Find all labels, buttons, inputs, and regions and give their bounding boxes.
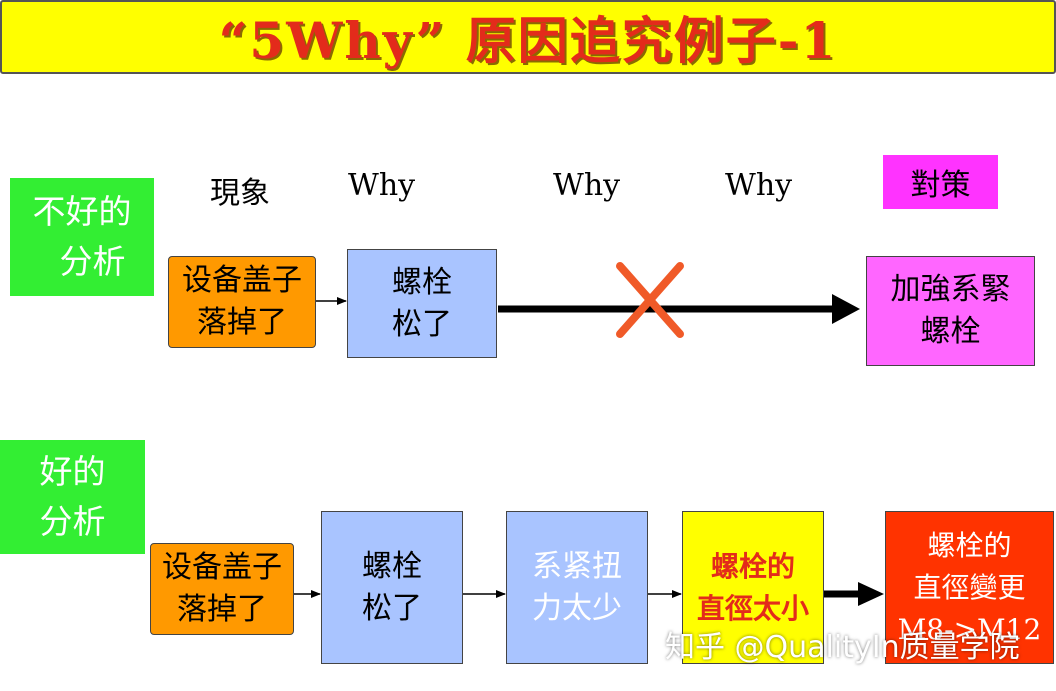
page-title: “5Why” 原因追究例子-1: [218, 11, 838, 70]
header-countermeasure-label: 對策: [910, 168, 971, 203]
title-bar: “5Why” 原因追究例子-1: [0, 0, 1056, 74]
bad-arrowhead-countermeasure: [832, 294, 860, 324]
bad-countermeasure-text: 加強系緊 螺栓: [890, 272, 1011, 349]
bad-phenomenon-box: 设备盖子 落掉了: [168, 256, 316, 348]
good-countermeasure-text: 螺栓的 直徑變更 M8->M12: [897, 528, 1042, 646]
bad-cause-box: 螺栓 松了: [347, 249, 497, 358]
bad-cause-text: 螺栓 松了: [392, 264, 452, 342]
header-why-1: Why: [348, 168, 416, 203]
good-arrowhead-4: [858, 582, 884, 606]
good-phenomenon-text: 设备盖子 落掉了: [162, 550, 282, 627]
header-why-3: Why: [725, 168, 793, 203]
good-why2-box: 系紧扭 力太少: [506, 511, 648, 664]
good-analysis-label: 好的 分析: [0, 440, 145, 554]
good-phenomenon-box: 设备盖子 落掉了: [150, 543, 294, 635]
good-why1-text: 螺栓 松了: [362, 548, 422, 626]
good-analysis-label-text: 好的 分析: [39, 452, 106, 541]
good-why1-box: 螺栓 松了: [321, 511, 463, 664]
header-countermeasure: 對策: [883, 155, 998, 209]
good-why2-text: 系紧扭 力太少: [532, 548, 622, 626]
x-cross-mark-icon: [616, 262, 684, 338]
header-why-2: Why: [553, 168, 621, 203]
bad-analysis-label: 不好的 分析: [10, 178, 154, 296]
header-phenomenon: 現象: [210, 176, 270, 211]
watermark: 知乎 @QualityIn质量学院: [665, 630, 1020, 665]
bad-analysis-label-text: 不好的 分析: [32, 192, 132, 281]
bad-countermeasure-box: 加強系緊 螺栓: [866, 256, 1035, 366]
bad-phenomenon-text: 设备盖子 落掉了: [182, 263, 302, 340]
good-why3-box: 螺栓的 直徑太小: [682, 511, 824, 664]
good-countermeasure-box: 螺栓的 直徑變更 M8->M12: [885, 511, 1054, 664]
good-why3-text: 螺栓的 直徑太小: [696, 549, 809, 625]
